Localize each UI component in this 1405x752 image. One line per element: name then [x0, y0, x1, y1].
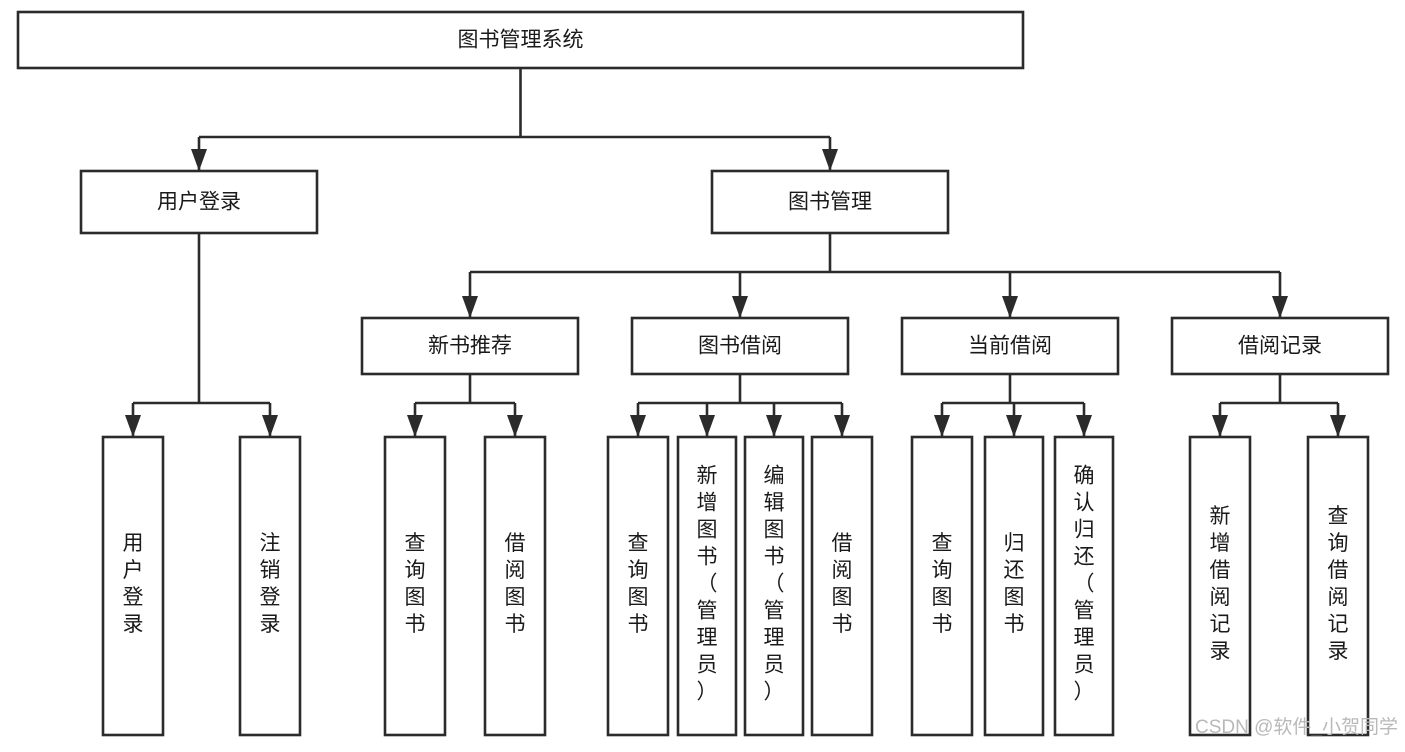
arrow-head-icon-book-borrow: [732, 296, 748, 318]
node-leaf-return-book[interactable]: 归还图书: [983, 435, 1045, 737]
node-leaf-user-login[interactable]: 用户登录: [101, 435, 165, 737]
nodes-layer: 图书管理系统用户登录图书管理新书推荐图书借阅当前借阅借阅记录用户登录注销登录查询…: [16, 10, 1390, 737]
node-leaf-borrow-book-1[interactable]: 借阅图书: [483, 435, 547, 737]
arrow-head-icon-leaf-user-login: [125, 415, 141, 437]
node-user-login[interactable]: 用户登录: [79, 169, 319, 235]
arrow-head-icon-book-management: [822, 149, 838, 171]
node-label-leaf-edit-book-admin: 编辑图书（管理员）: [764, 465, 785, 704]
node-box-user-login[interactable]: [79, 169, 319, 235]
arrow-head-icon-current-borrow: [1002, 296, 1018, 318]
node-box-leaf-add-book-admin[interactable]: [676, 435, 738, 737]
node-box-leaf-borrow-book-2[interactable]: [810, 435, 874, 737]
arrow-head-icon-leaf-query-book-1: [407, 415, 423, 437]
node-label-leaf-borrow-book-1: 借阅图书: [505, 532, 526, 636]
node-label-leaf-add-book-admin: 新增图书（管理员）: [697, 465, 718, 704]
arrow-head-icon-leaf-query-book-3: [934, 415, 950, 437]
node-label-leaf-return-book: 归还图书: [1004, 532, 1025, 636]
connectors-layer: [125, 68, 1346, 437]
node-box-leaf-query-book-3[interactable]: [910, 435, 974, 737]
node-root[interactable]: 图书管理系统: [16, 10, 1025, 70]
arrow-head-icon-leaf-borrow-book-2: [834, 415, 850, 437]
node-label-user-login: 用户登录: [157, 191, 241, 214]
node-leaf-add-book-admin[interactable]: 新增图书（管理员）: [676, 435, 738, 737]
arrow-head-icon-leaf-add-book-admin: [699, 415, 715, 437]
node-box-book-management[interactable]: [710, 169, 950, 235]
node-label-leaf-query-borrow-record: 查询借阅记录: [1328, 505, 1349, 663]
node-label-current-borrow: 当前借阅: [968, 335, 1052, 358]
node-box-book-borrow[interactable]: [630, 316, 850, 376]
node-leaf-confirm-return-admin[interactable]: 确认归还（管理员）: [1053, 435, 1115, 737]
node-box-leaf-query-book-2[interactable]: [606, 435, 670, 737]
node-label-leaf-add-borrow-record: 新增借阅记录: [1210, 505, 1231, 663]
arrow-head-icon-leaf-logout-login: [262, 415, 278, 437]
node-leaf-query-book-1[interactable]: 查询图书: [383, 435, 447, 737]
node-label-leaf-borrow-book-2: 借阅图书: [832, 532, 853, 636]
node-box-borrow-record[interactable]: [1170, 316, 1390, 376]
node-box-leaf-edit-book-admin[interactable]: [743, 435, 805, 737]
node-box-leaf-logout-login[interactable]: [238, 435, 302, 737]
node-leaf-query-book-3[interactable]: 查询图书: [910, 435, 974, 737]
node-leaf-query-borrow-record[interactable]: 查询借阅记录: [1306, 435, 1370, 737]
node-label-leaf-logout-login: 注销登录: [260, 532, 281, 636]
node-label-book-borrow: 图书借阅: [698, 335, 782, 358]
node-leaf-add-borrow-record[interactable]: 新增借阅记录: [1188, 435, 1252, 737]
node-box-leaf-add-borrow-record[interactable]: [1188, 435, 1252, 737]
node-label-leaf-query-book-2: 查询图书: [628, 532, 649, 636]
node-borrow-record[interactable]: 借阅记录: [1170, 316, 1390, 376]
node-label-leaf-user-login: 用户登录: [123, 532, 144, 636]
node-box-leaf-borrow-book-1[interactable]: [483, 435, 547, 737]
node-box-leaf-query-borrow-record[interactable]: [1306, 435, 1370, 737]
node-book-borrow[interactable]: 图书借阅: [630, 316, 850, 376]
arrow-head-icon-leaf-add-borrow-record: [1212, 415, 1228, 437]
node-label-root: 图书管理系统: [458, 29, 584, 52]
node-label-leaf-query-book-3: 查询图书: [932, 532, 953, 636]
node-label-leaf-confirm-return-admin: 确认归还（管理员）: [1074, 465, 1095, 704]
node-box-current-borrow[interactable]: [900, 316, 1120, 376]
arrow-head-icon-leaf-return-book: [1006, 415, 1022, 437]
node-box-root[interactable]: [16, 10, 1025, 70]
node-box-leaf-return-book[interactable]: [983, 435, 1045, 737]
arrow-head-icon-user-login: [191, 149, 207, 171]
node-label-borrow-record: 借阅记录: [1238, 335, 1322, 358]
node-current-borrow[interactable]: 当前借阅: [900, 316, 1120, 376]
node-box-leaf-user-login[interactable]: [101, 435, 165, 737]
arrow-head-icon-leaf-edit-book-admin: [766, 415, 782, 437]
node-label-book-management: 图书管理: [788, 191, 872, 214]
node-box-leaf-query-book-1[interactable]: [383, 435, 447, 737]
arrow-head-icon-leaf-query-book-2: [630, 415, 646, 437]
csdn-watermark: CSDN @软件_小贺同学: [1195, 716, 1398, 738]
node-new-book-recommend[interactable]: 新书推荐: [360, 316, 580, 376]
node-box-leaf-confirm-return-admin[interactable]: [1053, 435, 1115, 737]
node-leaf-query-book-2[interactable]: 查询图书: [606, 435, 670, 737]
arrow-head-icon-leaf-query-borrow-record: [1330, 415, 1346, 437]
arrow-head-icon-leaf-borrow-book-1: [507, 415, 523, 437]
arrow-head-icon-leaf-confirm-return-admin: [1076, 415, 1092, 437]
node-leaf-logout-login[interactable]: 注销登录: [238, 435, 302, 737]
arrow-head-icon-borrow-record: [1272, 296, 1288, 318]
node-book-management[interactable]: 图书管理: [710, 169, 950, 235]
arrow-head-icon-new-book-recommend: [462, 296, 478, 318]
node-box-new-book-recommend[interactable]: [360, 316, 580, 376]
node-leaf-edit-book-admin[interactable]: 编辑图书（管理员）: [743, 435, 805, 737]
node-leaf-borrow-book-2[interactable]: 借阅图书: [810, 435, 874, 737]
node-label-new-book-recommend: 新书推荐: [428, 335, 512, 358]
node-label-leaf-query-book-1: 查询图书: [405, 532, 426, 636]
